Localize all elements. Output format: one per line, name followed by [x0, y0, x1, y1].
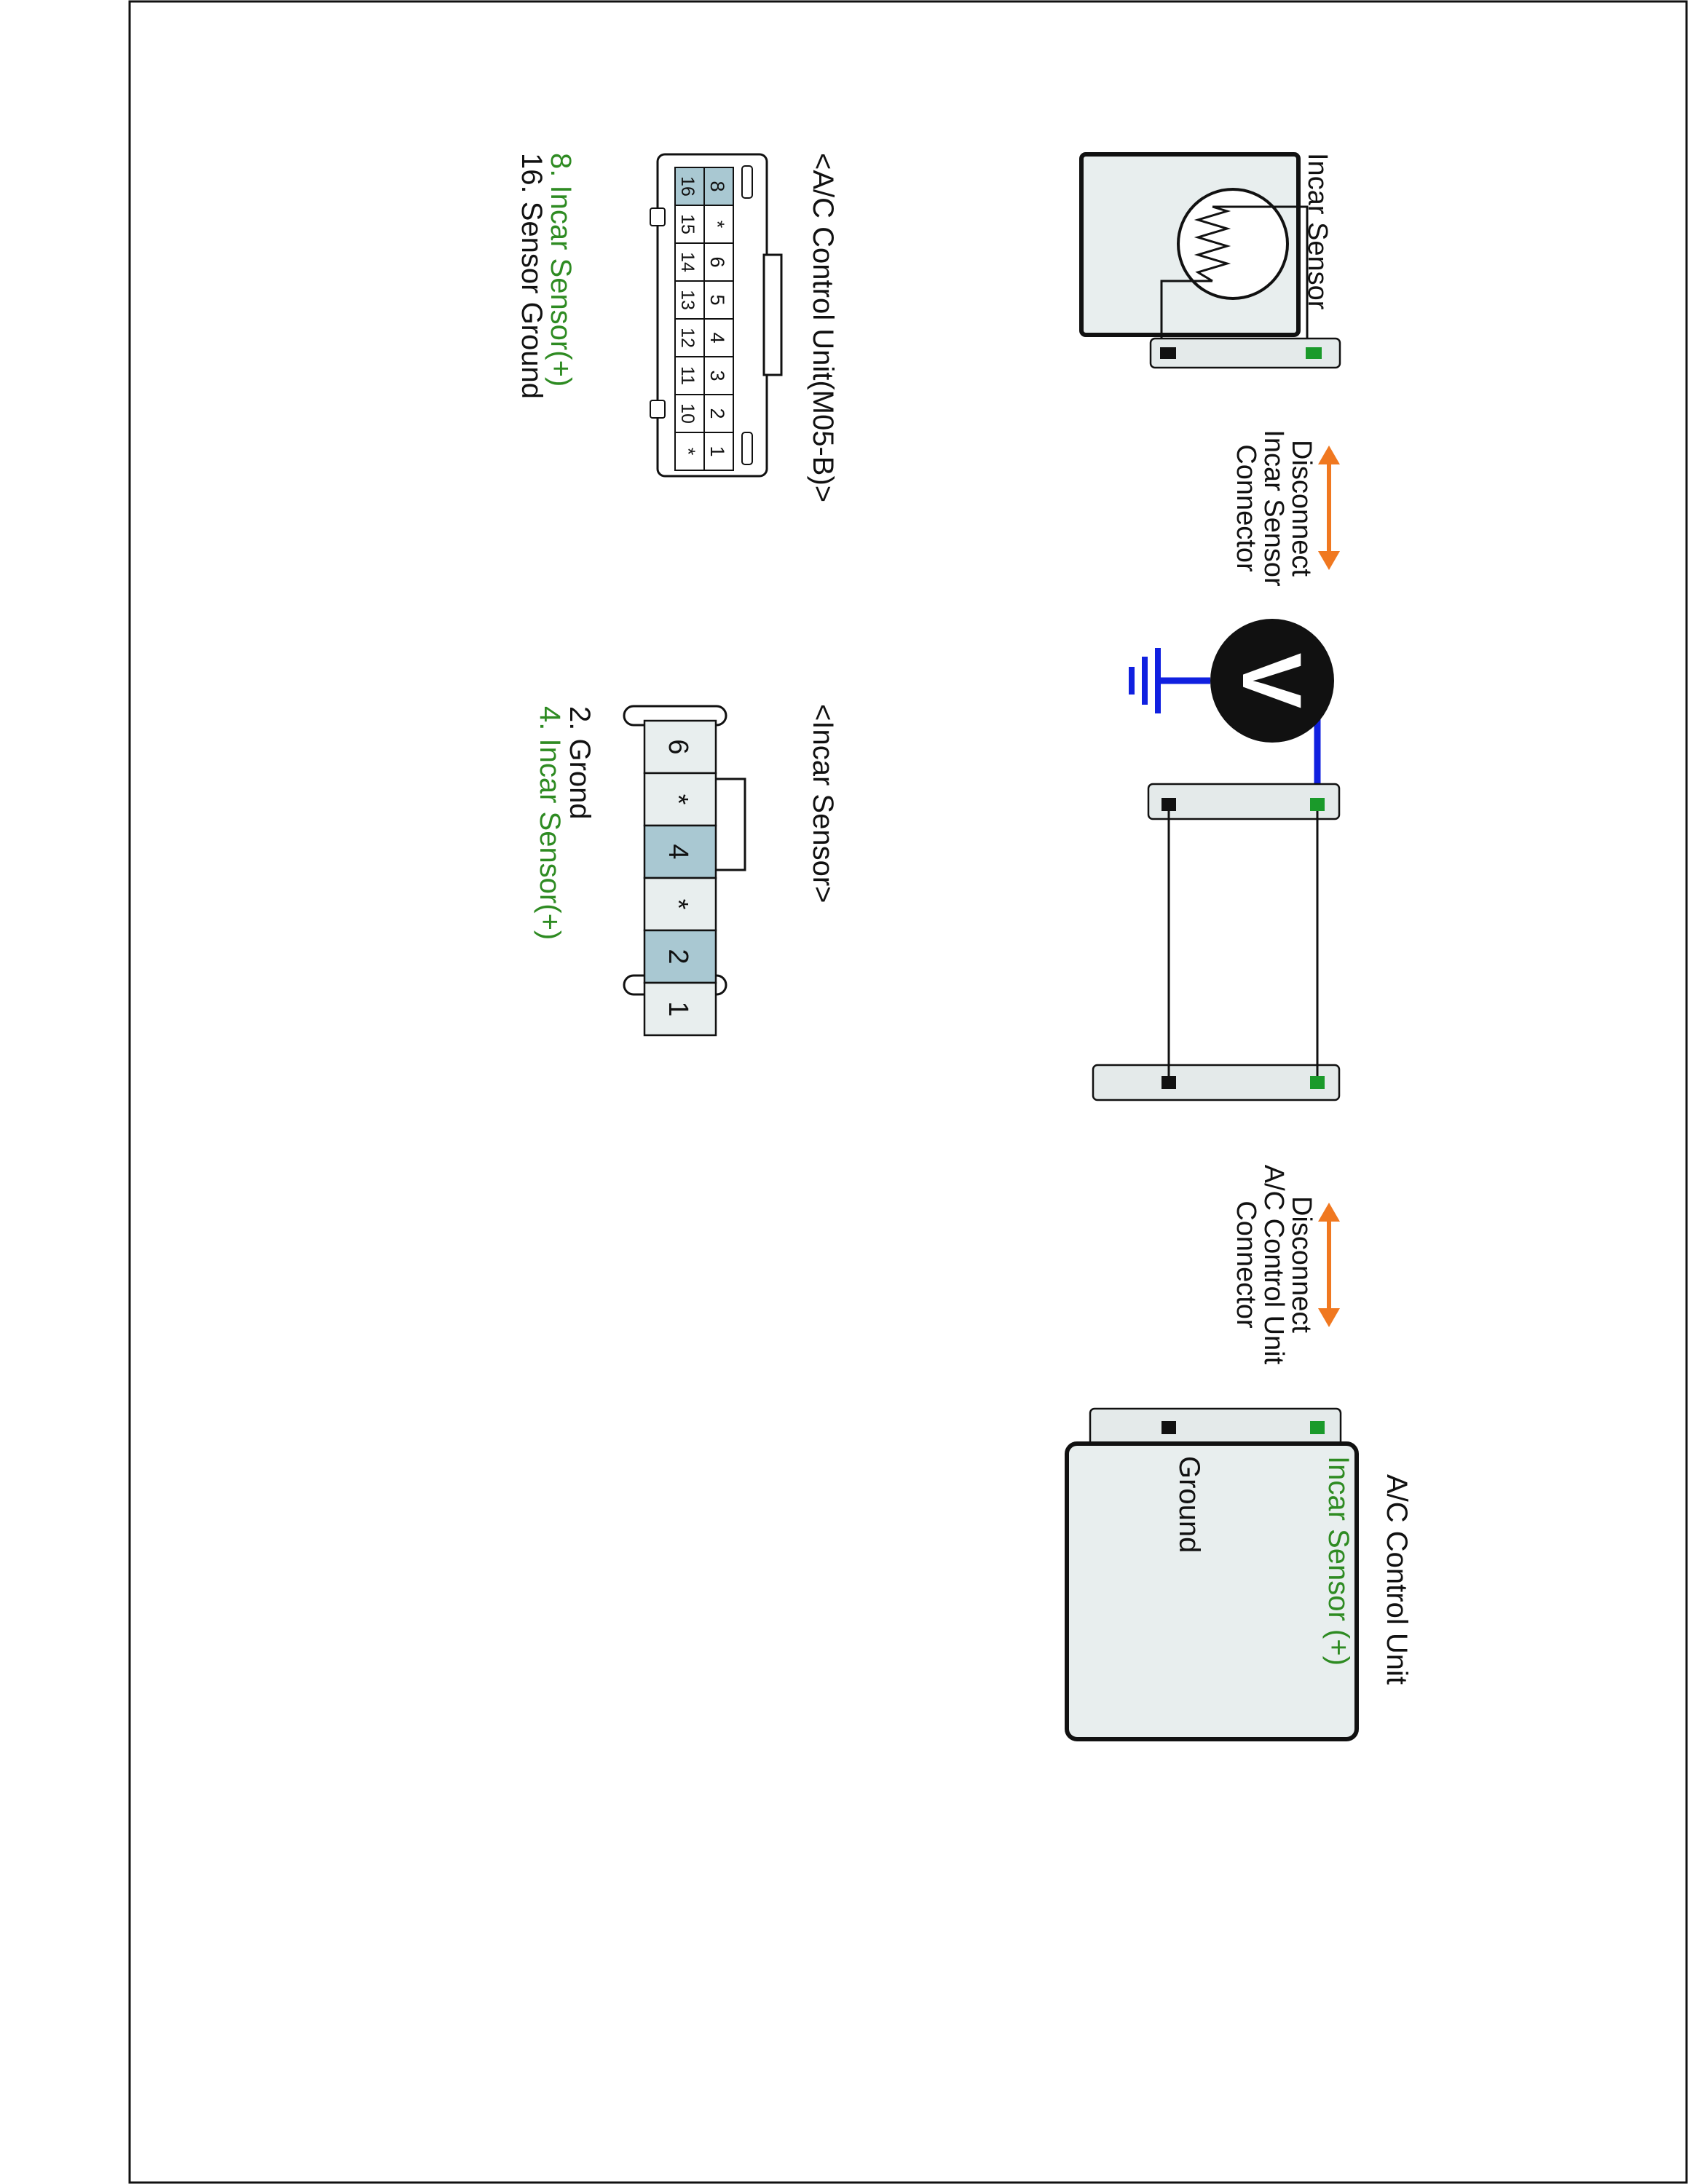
acu-body [1065, 1441, 1359, 1741]
sensor-pin-label: * [663, 899, 693, 910]
acu-pin-label: 5 [706, 294, 728, 305]
acu-pin-label: 16 [677, 176, 698, 197]
acu-pin-label: 11 [677, 366, 698, 385]
acu-terminal-ground-label: Ground [1173, 1456, 1205, 1553]
disconnect-acu-arrowhead-up [1318, 1203, 1340, 1222]
disconnect-sensor-arrowhead-up [1318, 446, 1340, 464]
acu-pin-label: * [706, 221, 728, 229]
acu-pin-label: 10 [677, 403, 698, 424]
acu-pin-label: 14 [677, 252, 698, 272]
disconnect-acu-arrow [1318, 1203, 1340, 1327]
disconnect-acu-line-3: Connector [1231, 1200, 1261, 1329]
disconnect-acu-line-1: Disconnect [1286, 1196, 1317, 1333]
harness-connector-sensor-side [1147, 783, 1341, 820]
acu-pin-label: 13 [677, 290, 698, 310]
acu-legend-line-2: 16. Sensor Ground [516, 153, 548, 399]
harness-pin-positive-1 [1310, 798, 1325, 811]
diagram-rotated: Incar Sensor Disconnect Incar Sensor Con… [516, 152, 1413, 1741]
sensor-legend-line-2: 4. Incar Sensor(+) [534, 706, 566, 940]
acu-connector-view: <A/C Control Unit(M05-B)> [516, 153, 839, 502]
sensor-pin-label: 2 [663, 949, 693, 964]
acu-pin-label: 15 [677, 214, 698, 234]
harness-pin-ground-1 [1162, 798, 1176, 811]
acu-terminal-positive-label: Incar Sensor (+) [1322, 1456, 1354, 1666]
sensor-pin-cell [643, 981, 717, 1037]
thermistor-lead-ground [1160, 280, 1212, 339]
disconnect-acu-line-2: A/C Control Unit [1258, 1165, 1289, 1365]
page-frame [128, 0, 1688, 2184]
disconnect-acu-arrowhead-down [1318, 1308, 1340, 1327]
acu-connector-title: <A/C Control Unit(M05-B)> [807, 153, 839, 502]
disconnect-sensor-line-1: Disconnect [1286, 440, 1317, 577]
incar-sensor-component: Incar Sensor [1079, 152, 1341, 369]
voltmeter: V [1129, 619, 1334, 804]
acu-pin-label: 8 [706, 181, 728, 191]
sensor-pin-label: 6 [663, 739, 693, 754]
voltmeter-body [1210, 619, 1334, 743]
acu-pin-label: 12 [677, 328, 698, 348]
disconnect-sensor-arrow [1318, 446, 1340, 570]
acu-connector-key-left [650, 207, 666, 226]
sensor-connector-view: <Incar Sensor> 6 * 4 * 2 1 2. Grond 4. I… [534, 704, 839, 1037]
ac-control-unit: A/C Control Unit Incar Sensor (+) Ground [1065, 1407, 1413, 1741]
acu-connector-latch-left [741, 165, 753, 199]
acu-connector-latch-right [741, 432, 753, 465]
thermistor-lead-positive [1212, 205, 1309, 339]
sensor-connector-pin-strip [643, 719, 717, 1037]
acu-pin-cell [674, 432, 705, 471]
acu-pin-label: 4 [706, 332, 728, 343]
acu-pin-label: 2 [706, 408, 728, 419]
acu-connector-pin-grid [674, 167, 734, 471]
acu-pin-label: 3 [706, 370, 728, 381]
acu-pin-label: 6 [706, 256, 728, 267]
acu-terminal-strip [1089, 1407, 1342, 1448]
harness-pin-positive-2 [1310, 1076, 1325, 1089]
harness-connector-acu-side [1092, 1064, 1341, 1101]
wiring-harness [1092, 783, 1341, 1101]
acu-title: A/C Control Unit [1381, 1474, 1413, 1685]
disconnect-sensor-arrowhead-down [1318, 551, 1340, 570]
acu-connector-key-right [650, 400, 666, 419]
acu-pin-positive [1310, 1421, 1325, 1434]
acu-pin-ground [1162, 1421, 1176, 1434]
harness-pin-ground-2 [1162, 1076, 1176, 1089]
voltmeter-symbol: V [1225, 653, 1318, 709]
incar-sensor-label: Incar Sensor [1302, 153, 1333, 310]
acu-legend-line-1: 8. Incar Sensor(+) [545, 153, 577, 387]
acu-connector-side-tab [762, 253, 783, 376]
sensor-pin-label: 1 [663, 1001, 693, 1016]
disconnect-sensor-line-3: Connector [1231, 444, 1261, 572]
sensor-pin-label: * [663, 794, 693, 805]
acu-pin-label: 1 [706, 446, 728, 456]
disconnect-sensor-line-2: Incar Sensor [1258, 430, 1289, 587]
sensor-connector-title: <Incar Sensor> [807, 704, 839, 903]
incar-sensor-pin-positive [1306, 347, 1322, 359]
sensor-pin-label: 4 [663, 844, 693, 859]
resistor-zigzag [1194, 205, 1231, 282]
sensor-legend-line-1: 2. Grond [564, 706, 596, 820]
incar-sensor-pin-ground [1160, 347, 1176, 359]
incar-sensor-terminal-strip [1149, 337, 1341, 369]
acu-pin-label: * [677, 448, 699, 456]
